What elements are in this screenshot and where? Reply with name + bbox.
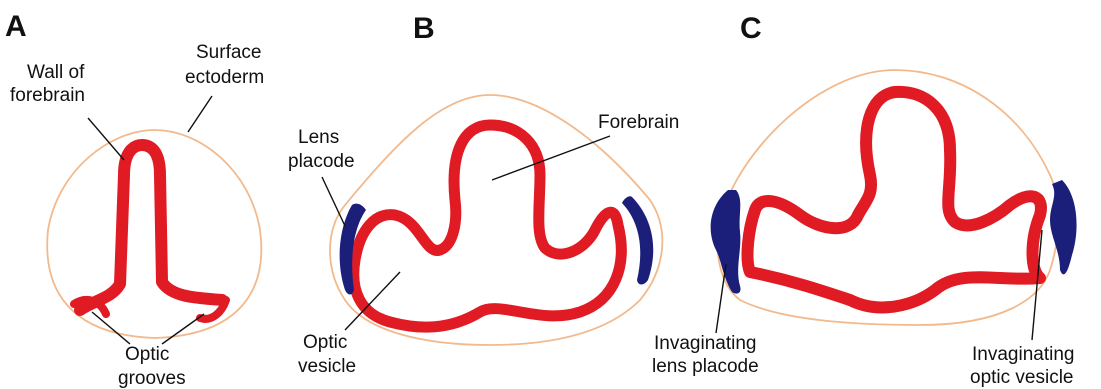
- panel-c-leader-inv-lens: [716, 264, 726, 333]
- panel-a-label-grooves: Optic grooves: [118, 344, 186, 389]
- panel-b-neural-tube: [354, 125, 621, 327]
- panel-b-lens-placode-right: [622, 196, 653, 284]
- panel-c-label-invaginating-optic: Invaginating optic vesicle: [970, 344, 1080, 388]
- panel-b-label-optic-vesicle: Optic vesicle: [298, 332, 356, 377]
- panel-c-lens-placode-right: [1050, 180, 1077, 274]
- panel-a-leader-surface: [188, 96, 212, 132]
- panel-a-letter: A: [5, 10, 27, 43]
- panel-a-leader-groove-right: [162, 314, 204, 344]
- panel-c-letter: C: [740, 12, 762, 45]
- panel-b-label-forebrain: Forebrain: [598, 112, 679, 133]
- panel-c-neural-tube: [748, 92, 1041, 308]
- panel-c: C Invaginating lens placode Invaginating…: [652, 12, 1080, 388]
- panel-c-lens-placode-left: [711, 190, 741, 294]
- panel-a-label-surface: Surface ectoderm: [185, 42, 267, 88]
- panel-a-leader-groove-left: [92, 312, 130, 344]
- panel-b: B Lens placode Forebrain Optic vesicle: [288, 12, 679, 377]
- panel-c-label-invaginating-lens: Invaginating lens placode: [652, 333, 762, 377]
- panel-a-label-wall: Wall of forebrain: [10, 62, 90, 106]
- panel-a-forebrain-wall: [80, 145, 222, 310]
- panel-b-leader-forebrain: [492, 136, 610, 180]
- panel-a: A Wall of forebrain Surface ectoderm Opt…: [5, 10, 267, 389]
- panel-b-label-lens-placode: Lens placode: [288, 127, 355, 172]
- panel-b-leader-lens: [322, 177, 345, 226]
- panel-b-letter: B: [413, 12, 435, 45]
